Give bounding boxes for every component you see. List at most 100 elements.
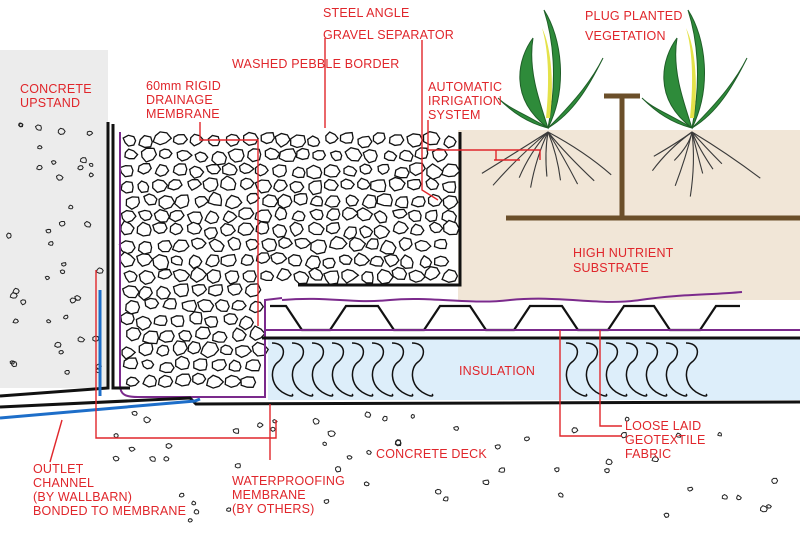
pebble <box>248 300 265 314</box>
aggregate-stone <box>571 427 579 434</box>
aggregate-stone <box>663 512 670 518</box>
pebble <box>190 237 207 250</box>
pebble <box>278 236 294 250</box>
pebble <box>227 148 245 163</box>
pebble <box>136 253 154 267</box>
pebble <box>170 255 184 266</box>
pebble <box>202 177 219 193</box>
aggregate-stone <box>312 417 320 425</box>
label-waterproofing-1: WATERPROOFING <box>232 474 346 488</box>
aggregate-stone <box>322 441 328 447</box>
pebble <box>357 177 372 190</box>
aggregate-stone <box>232 428 240 434</box>
pebble <box>392 220 410 235</box>
aggregate-stone <box>61 262 67 267</box>
pebble <box>206 268 222 285</box>
aggregate-stone <box>12 318 20 324</box>
aggregate-stone <box>34 124 42 131</box>
root <box>689 131 694 197</box>
pebble <box>119 165 134 178</box>
pebble <box>428 221 444 234</box>
root <box>547 131 595 182</box>
label-drainage-2: DRAINAGE <box>146 93 213 107</box>
pebble <box>365 238 379 250</box>
aggregate-stone <box>45 228 52 234</box>
pebble <box>329 150 343 162</box>
pebble <box>391 208 408 219</box>
pebble <box>186 211 204 226</box>
pebble <box>344 146 363 162</box>
pebble <box>211 359 228 372</box>
pebble <box>138 342 154 357</box>
aggregate-stone <box>366 449 372 455</box>
pebble <box>205 254 220 268</box>
pebble <box>362 149 378 164</box>
aggregate-stone <box>12 287 20 295</box>
pebble <box>170 315 185 328</box>
label-irrigation-1: AUTOMATIC <box>428 80 503 94</box>
aggregate-stone <box>675 432 682 438</box>
pebble <box>325 131 339 145</box>
concrete-upstand-block <box>0 50 108 388</box>
leaf <box>543 9 561 129</box>
pebble <box>168 209 185 223</box>
aggregate-stone <box>498 467 506 473</box>
pebble <box>400 254 414 269</box>
root <box>547 131 562 181</box>
pebble <box>232 327 247 343</box>
pebble <box>239 177 255 191</box>
pebble <box>278 148 297 162</box>
aggregate-stone <box>651 456 660 463</box>
label-plug-planted: PLUG PLANTED <box>585 9 683 23</box>
pebble <box>135 315 153 331</box>
root <box>674 131 693 186</box>
insulation-coil <box>665 342 688 397</box>
aggregate-stone <box>163 456 170 462</box>
pebble <box>398 236 413 252</box>
aggregate-stone <box>88 162 94 167</box>
pebble <box>348 236 367 252</box>
pebble <box>291 210 306 222</box>
label-concrete-deck: CONCRETE DECK <box>376 447 487 461</box>
pebble <box>255 252 271 264</box>
label-irrigation-2: IRRIGATION <box>428 94 502 108</box>
aggregate-stone <box>77 165 84 171</box>
pebble <box>264 147 281 161</box>
pebble <box>238 207 255 221</box>
label-outlet-2: CHANNEL <box>33 476 95 490</box>
plant <box>641 9 761 197</box>
pebble <box>324 195 341 208</box>
pebble <box>289 180 305 194</box>
root <box>530 131 549 188</box>
aggregate-stone <box>736 494 742 501</box>
pebble <box>188 165 205 180</box>
pebble <box>154 163 170 178</box>
aggregate-stone <box>165 442 173 449</box>
pebble <box>377 163 390 176</box>
leaf-highlight <box>686 28 696 118</box>
pebble <box>191 284 208 297</box>
insulation-coil <box>605 342 628 397</box>
pebble <box>441 163 461 178</box>
leaf <box>547 57 604 129</box>
leaf <box>641 97 693 129</box>
pebble <box>312 149 327 161</box>
pebble <box>231 299 247 311</box>
pebble <box>409 223 425 236</box>
pebble <box>205 163 222 175</box>
pebble <box>262 194 279 208</box>
aggregate-stone <box>442 496 449 502</box>
pebble <box>255 221 270 235</box>
aggregate-stone <box>68 204 74 210</box>
insulation-coil <box>411 342 434 397</box>
pebble <box>341 268 360 284</box>
pebble <box>125 299 141 315</box>
pebble <box>373 224 391 240</box>
pebble <box>441 181 457 193</box>
pebble <box>370 179 387 193</box>
aggregate-stone <box>604 468 610 474</box>
aggregate-stone <box>131 410 138 416</box>
aggregate-stone <box>226 507 232 512</box>
pebble <box>442 219 460 236</box>
label-geotextile-3: FABRIC <box>625 447 672 461</box>
